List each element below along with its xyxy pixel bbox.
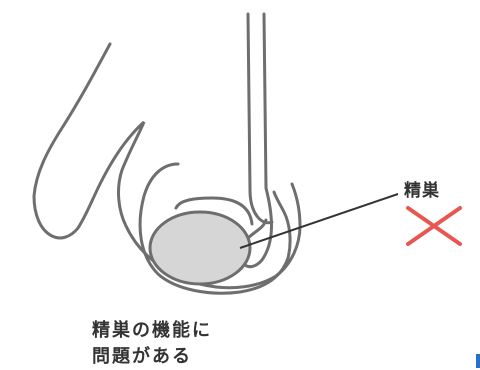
testis: [148, 210, 252, 286]
scrotum-outline: [138, 162, 292, 295]
caption-line-2: 問題がある: [92, 346, 192, 367]
spermatic-duct-left: [246, 12, 274, 225]
epididymis: [239, 186, 273, 269]
tunica-outline: [174, 196, 254, 226]
corner-accent: [476, 354, 480, 368]
x-mark-icon: [406, 206, 462, 246]
spermatic-duct-right: [262, 12, 268, 190]
testis-label: 精巣: [404, 181, 440, 201]
caption-line-1: 精巣の機能に: [92, 320, 212, 341]
label-leader-line: [239, 193, 399, 249]
diagram-caption: 精巣の機能に 問題がある: [92, 318, 212, 370]
